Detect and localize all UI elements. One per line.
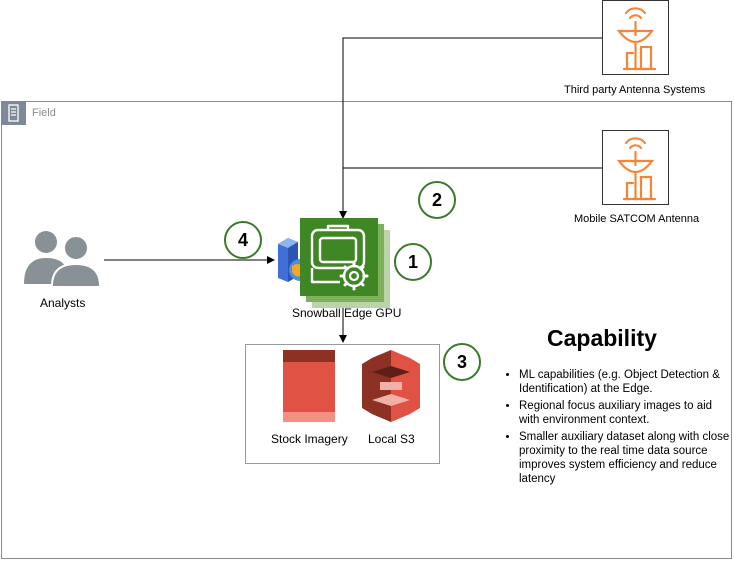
capability-item: Smaller auxiliary dataset along with clo… (519, 430, 734, 486)
third-party-antenna-label: Third party Antenna Systems (564, 84, 706, 96)
satellite-antenna-icon (616, 7, 657, 71)
field-group (1, 101, 732, 559)
users-icon (24, 231, 101, 287)
local-s3-node (362, 350, 420, 422)
analysts-label: Analysts (40, 296, 86, 310)
mobile-satcom-antenna-node (602, 130, 669, 205)
server-icon (1, 101, 26, 125)
snowball-edge-node (300, 218, 392, 310)
step-badge-3: 3 (443, 343, 481, 381)
satellite-antenna-icon (616, 137, 657, 201)
stock-imagery-node (283, 350, 335, 422)
step-badge-4: 4 (224, 221, 262, 259)
stock-imagery-label: Stock Imagery (271, 432, 348, 446)
capability-list: ML capabilities (e.g. Object Detection &… (503, 368, 734, 489)
snowball-edge-icon (300, 218, 390, 308)
mobile-satcom-antenna-label: Mobile SATCOM Antenna (574, 213, 700, 225)
field-label: Field (32, 107, 56, 119)
local-s3-label: Local S3 (368, 432, 415, 446)
analysts-node (22, 228, 104, 288)
third-party-antenna-node (602, 0, 669, 75)
capability-title: Capability (547, 325, 657, 351)
third-party-antenna-link (339, 37, 602, 219)
step-badge-2: 2 (418, 181, 456, 219)
s3-bucket-icon (362, 350, 420, 422)
step-badge-1: 1 (394, 243, 432, 281)
snowball-edge-label: Snowball Edge GPU (292, 306, 402, 320)
storage-volume-icon (283, 350, 335, 422)
capability-item: ML capabilities (e.g. Object Detection &… (519, 368, 734, 396)
capability-item: Regional focus auxiliary images to aid w… (519, 399, 734, 427)
